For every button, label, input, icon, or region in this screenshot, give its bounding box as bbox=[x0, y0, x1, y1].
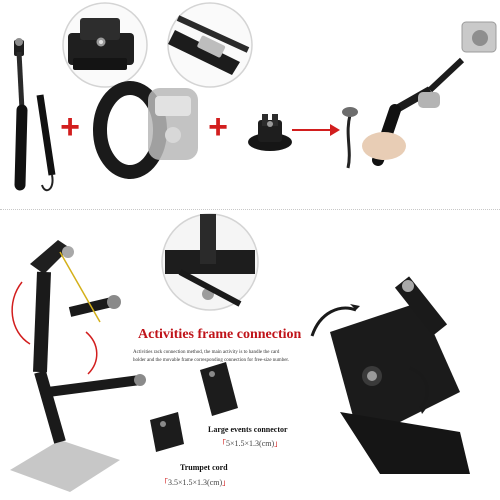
accessory-set-photo: + + bbox=[14, 2, 497, 192]
assembled-hand-grip bbox=[342, 21, 497, 169]
trumpet-cord-piece bbox=[150, 412, 184, 452]
connection-closeup-inset bbox=[161, 213, 259, 311]
tripod-mount-adapter bbox=[248, 114, 292, 151]
large-connector-label: Large events connector bbox=[208, 425, 288, 434]
section-divider bbox=[0, 209, 500, 210]
arrow-right-icon bbox=[292, 124, 340, 136]
strap-closeup-inset bbox=[167, 2, 253, 88]
frame-connection-photo bbox=[10, 213, 470, 492]
trumpet-cord-label: Trumpet cord bbox=[180, 463, 228, 472]
remote-wrist-strap bbox=[93, 81, 198, 179]
plus-icon: + bbox=[208, 108, 228, 146]
frame-connection-title: Activities frame connection bbox=[138, 327, 302, 342]
extendable-pole bbox=[14, 38, 56, 192]
pivot-arm-assembly bbox=[10, 240, 146, 492]
accessory-set-panel: + + bbox=[0, 0, 500, 210]
clip-closeup-inset bbox=[62, 2, 148, 88]
frame-connection-panel: Activities frame connection Activities r… bbox=[0, 212, 500, 500]
trumpet-cord-dimension: 「3.5×1.5×1.3(cm)」 bbox=[160, 478, 231, 487]
frame-connection-description: Activities rack connection method, the m… bbox=[133, 350, 290, 363]
large-connector-dimension: 「5×1.5×1.3(cm)」 bbox=[218, 439, 283, 448]
large-events-connector-piece bbox=[200, 362, 238, 416]
plus-icon: + bbox=[60, 108, 80, 146]
assembled-buckle-mount bbox=[310, 276, 470, 474]
